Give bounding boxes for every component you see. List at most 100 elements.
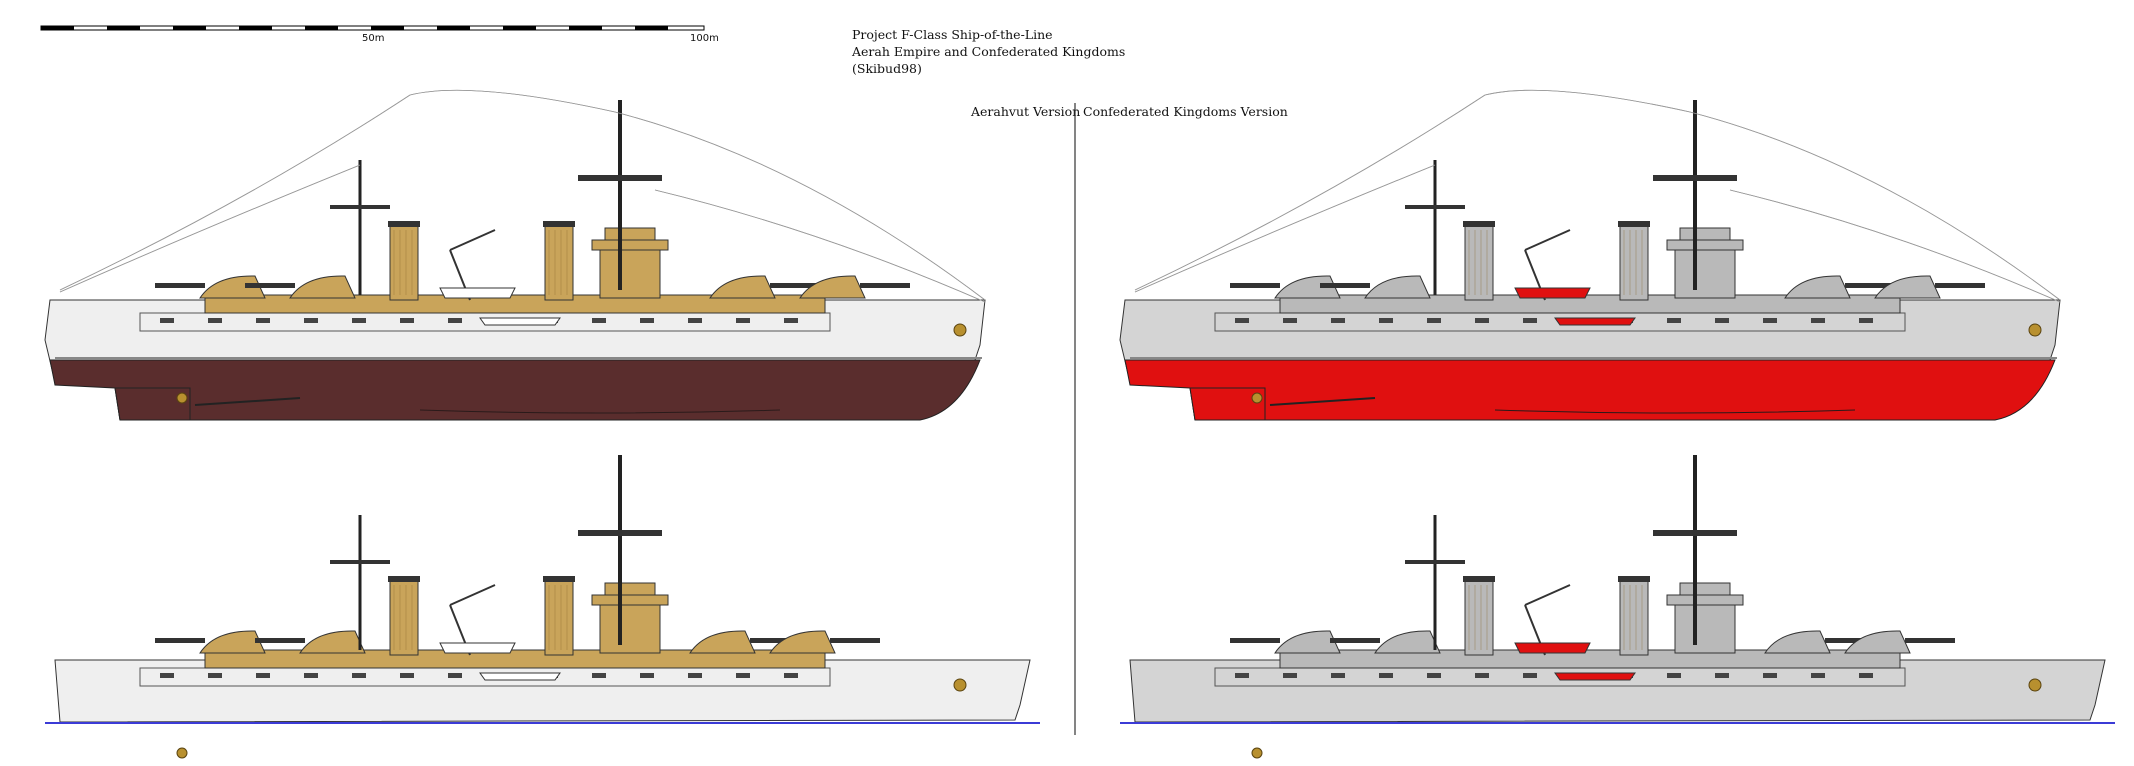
superstructure: [139, 455, 967, 759]
casemate-gun: [1283, 318, 1297, 323]
bridge-tower: [599, 604, 661, 654]
turret-gun-barrel: [255, 638, 305, 643]
ships-boat: [479, 672, 561, 681]
scale-bar: [40, 25, 705, 31]
casemate-gun: [736, 318, 750, 323]
funnel-cap: [543, 221, 575, 227]
fore-yard: [1405, 560, 1465, 564]
deckhouse: [204, 294, 826, 314]
casemate-gun: [160, 318, 174, 323]
casemate-gun: [1427, 673, 1441, 678]
funnel: [1619, 579, 1649, 656]
bilge-keel: [419, 409, 781, 414]
bulge: [114, 387, 191, 421]
turret-gun-barrel: [750, 638, 800, 643]
casemate-gun: [304, 318, 318, 323]
casemate-gun: [1859, 318, 1873, 323]
mast-yard: [578, 175, 662, 181]
casemate-gun: [1715, 673, 1729, 678]
turret-gun-barrel: [1905, 638, 1955, 643]
ships-boat: [1554, 317, 1636, 326]
turret-gun-barrel: [1935, 283, 1985, 288]
casemate-gun: [1427, 318, 1441, 323]
main-turret: [1374, 630, 1441, 654]
propeller-shaft: [1269, 397, 1376, 406]
casemate-gun: [448, 673, 462, 678]
main-turret: [1364, 275, 1431, 299]
casemate-gun: [1667, 318, 1681, 323]
casemate-gun: [352, 318, 366, 323]
casemate-gun: [640, 673, 654, 678]
bridge-top: [1679, 227, 1731, 241]
bow-crest-icon: [2028, 323, 2042, 337]
bridge-platform: [591, 239, 669, 251]
casemate-gun: [1811, 673, 1825, 678]
casemate-gun: [1811, 318, 1825, 323]
bulge: [1189, 387, 1266, 421]
funnel: [1464, 579, 1494, 656]
ships-boat: [479, 317, 561, 326]
main-turret: [199, 630, 266, 654]
funnel-cap: [388, 221, 420, 227]
fore-yard: [330, 205, 390, 209]
main-turret: [1764, 630, 1831, 654]
funnel-cap: [1618, 576, 1650, 582]
turret-gun-barrel: [1845, 283, 1895, 288]
casemate-gun: [352, 673, 366, 678]
casemate-gun: [1523, 673, 1537, 678]
mast-yard: [1653, 530, 1737, 536]
bridge-top: [604, 227, 656, 241]
boat-crane-arm: [1524, 584, 1571, 606]
casemate-gun: [448, 318, 462, 323]
funnel-cap: [1618, 221, 1650, 227]
deckhouse: [1279, 294, 1901, 314]
bridge-platform: [591, 594, 669, 606]
bridge-tower: [1674, 604, 1736, 654]
turret-gun-barrel: [830, 638, 880, 643]
stern-crest-icon: [176, 392, 188, 404]
ships-boat: [1514, 287, 1591, 299]
section-label-confederated: Confederated Kingdoms Version: [1083, 104, 1288, 119]
casemate-gun: [304, 673, 318, 678]
funnel-cap: [1463, 221, 1495, 227]
casemate-gun: [1667, 673, 1681, 678]
drawing-author: (Skibud98): [852, 61, 922, 76]
main-turret: [299, 630, 366, 654]
turret-gun-barrel: [245, 283, 295, 288]
main-turret: [199, 275, 266, 299]
turret-gun-barrel: [1230, 638, 1280, 643]
main-turret: [709, 275, 776, 299]
section-label-aerahvut: Aerahvut Version: [971, 104, 1081, 119]
casemate-gun: [1331, 318, 1345, 323]
mast-yard: [1653, 175, 1737, 181]
casemate-gun: [1715, 318, 1729, 323]
stern-crest-icon: [176, 747, 188, 759]
main-turret: [1874, 275, 1941, 299]
casemate-gun: [256, 673, 270, 678]
deckhouse: [1279, 649, 1901, 669]
bilge-keel: [1494, 409, 1856, 414]
ship-aerahvut-top: [44, 89, 986, 421]
funnel: [544, 579, 574, 656]
funnel: [389, 224, 419, 301]
main-turret: [1844, 630, 1911, 654]
stern-crest-icon: [1251, 747, 1263, 759]
boat-crane-arm: [449, 229, 496, 251]
casemate-gun: [688, 673, 702, 678]
casemate-gun: [1379, 318, 1393, 323]
bridge-top: [1679, 582, 1731, 596]
casemate-gun: [208, 673, 222, 678]
casemate-gun: [1763, 673, 1777, 678]
casemate-gun: [1859, 673, 1873, 678]
ships-boat: [439, 287, 516, 299]
ships-boat: [439, 642, 516, 654]
bridge-platform: [1666, 594, 1744, 606]
scale-label-100m: 100m: [690, 33, 719, 44]
funnel: [544, 224, 574, 301]
mast-yard: [578, 530, 662, 536]
casemate-gun: [400, 673, 414, 678]
casemate-gun: [1475, 673, 1489, 678]
boat-crane-arm: [449, 584, 496, 606]
rigging: [59, 89, 986, 303]
